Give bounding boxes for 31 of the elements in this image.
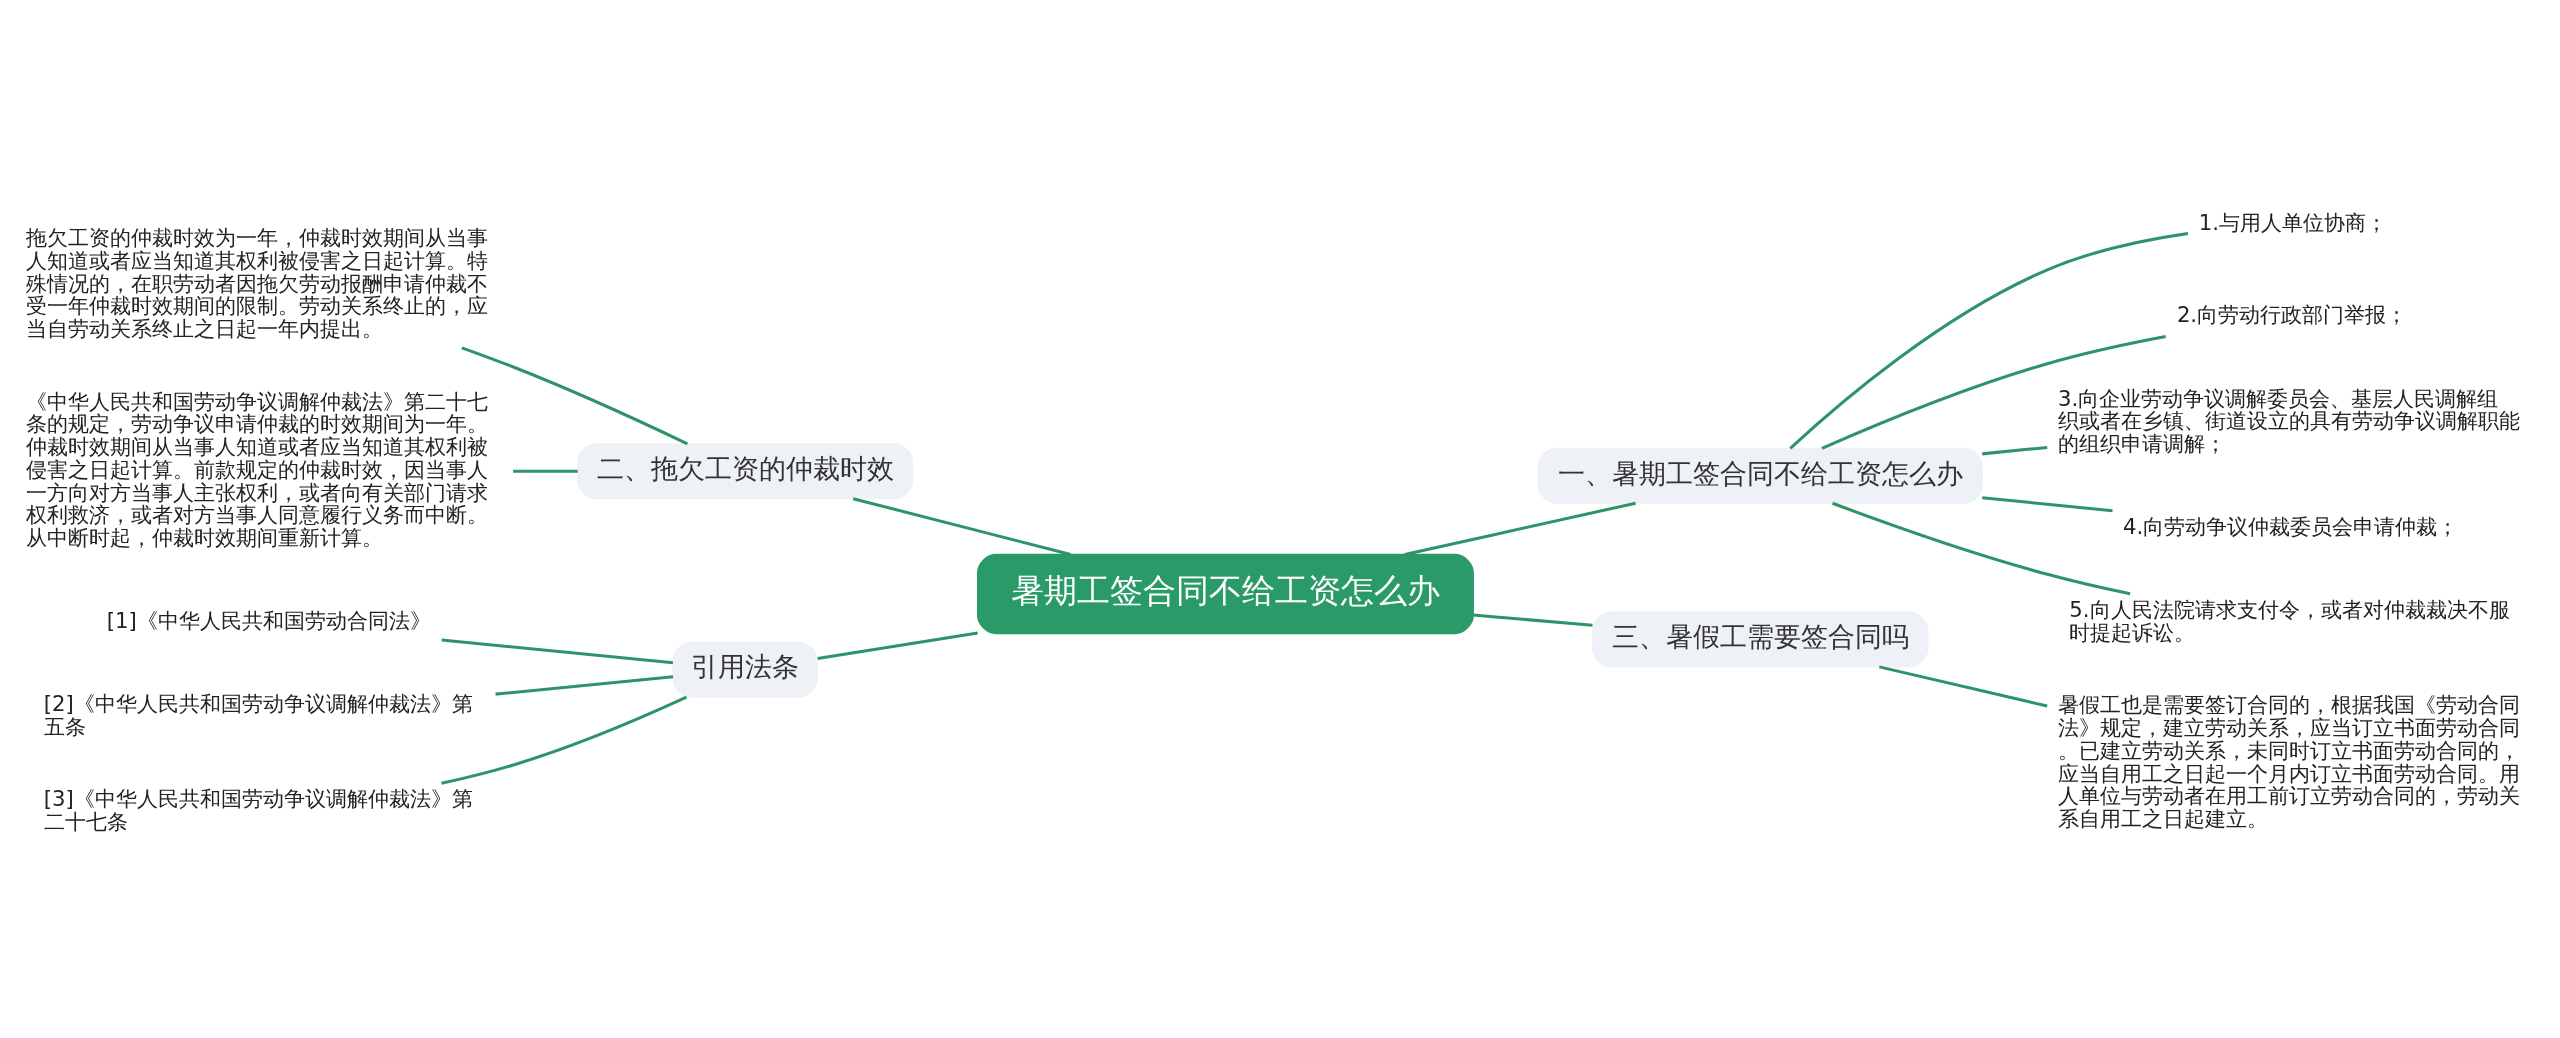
node-text: 4.向劳动争议仲裁委员会申请仲裁；	[2123, 514, 2459, 540]
connector	[461, 346, 689, 446]
connector	[513, 469, 578, 473]
connector	[1831, 501, 2131, 596]
connector	[1982, 445, 2048, 456]
connector	[852, 497, 1072, 557]
node-text: 1.与用人单位协商；	[2198, 209, 2388, 235]
connector	[1878, 665, 2048, 708]
node-text: [3]《中华人民共和国劳动争议调解仲裁法》第二十七条	[43, 786, 473, 835]
node-box: 一、暑期工签合同不给工资怎么办	[1537, 447, 1983, 504]
node-box: 二、拖欠工资的仲裁时效	[577, 443, 914, 500]
connector	[1982, 496, 2113, 513]
connector	[441, 695, 688, 785]
node-text: 暑假工也是需要签订合同的，根据我国《劳动合同法》规定，建立劳动关系，应当订立书面劳动合同。已建立劳动关系，未同时订立书面劳动合同的，应当自用工之日起一个月内订立书面劳动合同。用人单位与劳动者在用工前订立劳动合同的，劳动关系自用工之日起建立。	[2057, 692, 2520, 832]
node-box: 引用法条	[672, 641, 818, 698]
node-text: 2.向劳动行政部门举报；	[2176, 302, 2408, 328]
node-box: 三、暑假工需要签合同吗	[1592, 611, 1929, 668]
node-text: 拖欠工资的仲裁时效为一年，仲裁时效期间从当事人知道或者应当知道其权利被侵害之日起计算。特殊情况的，在职劳动者因拖欠劳动报酬申请仲裁不受一年仲裁时效期间的限制。劳动关系终止的，应当自劳动关系终止之日起一年内提出。	[26, 225, 489, 341]
node-box: 暑期工签合同不给工资怎么办	[977, 553, 1474, 635]
connector	[495, 675, 674, 696]
connector	[1404, 501, 1636, 556]
node-text: [2]《中华人民共和国劳动争议调解仲裁法》第五条	[43, 690, 473, 739]
node-text: 5.向人民法院请求支付令，或者对仲裁裁决不服时提起诉讼。	[2069, 597, 2510, 645]
node-text: [1]《中华人民共和国劳动合同法》	[106, 608, 431, 634]
node-text: 《中华人民共和国劳动争议调解仲裁法》第二十七条的规定，劳动争议申请仲裁的时效期间为一年。仲裁时效期间从当事人知道或者应当知道其权利被侵害之日起计算。前款规定的仲裁时效，因当事人一方向对方当事人主张权利，或者向有关部门请求权利救济，或者对方当事人同意履行义务而中断。从中断时起，仲裁时效期间重新计算。	[26, 388, 489, 551]
connector	[817, 631, 978, 660]
connector	[1473, 613, 1593, 627]
connector	[1821, 335, 2166, 450]
connector	[441, 638, 674, 665]
connector	[1789, 231, 2189, 450]
node-text: 3.向企业劳动争议调解委员会、基层人民调解组织或者在乡镇、街道设立的具有劳动争议调解职能的组织申请调解；	[2057, 385, 2520, 457]
